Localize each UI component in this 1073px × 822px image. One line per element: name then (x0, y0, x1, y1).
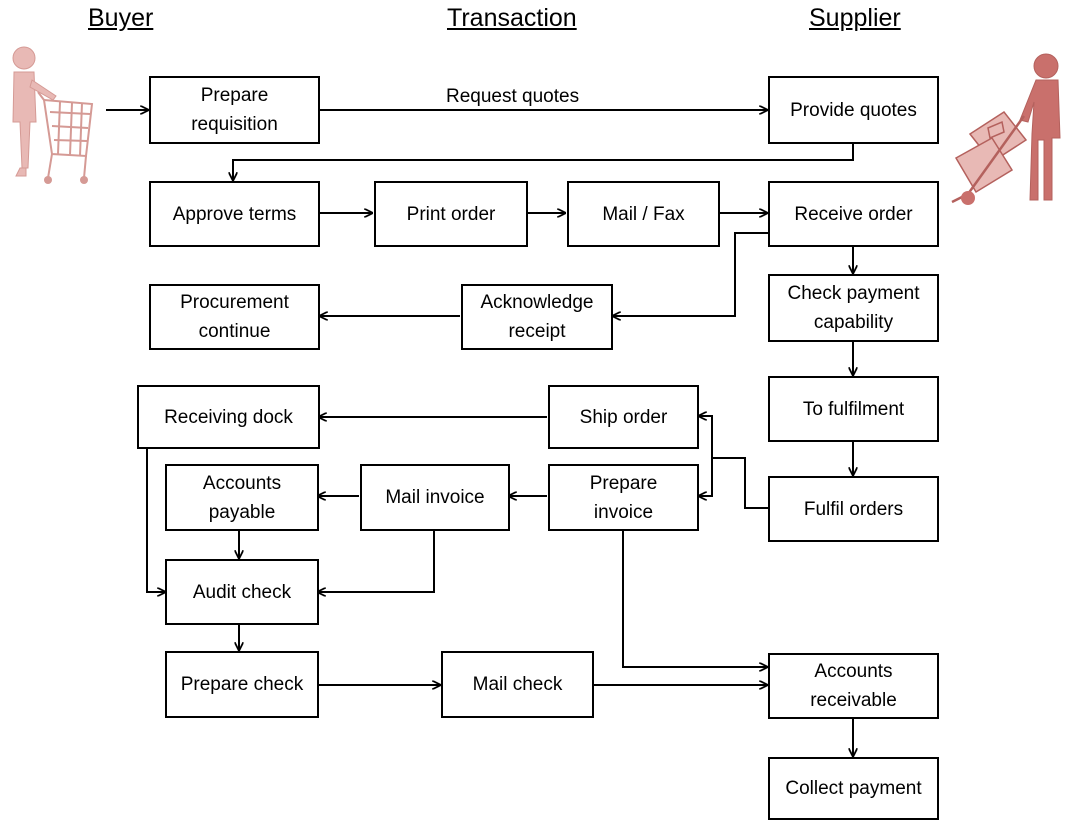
mail-check-label: Mail check (472, 674, 563, 695)
receiving-dock-box: Receiving dock (137, 385, 320, 449)
mail-check-box: Mail check (441, 651, 594, 718)
fulfil-orders-label: Fulfil orders (803, 498, 904, 520)
receive-order-box: Receive order (768, 181, 939, 247)
buyer-header: Buyer (88, 4, 154, 32)
arrow-mail-invoice-to-audit (318, 530, 435, 592)
prepare-requisition-label: Prepare requisition (191, 85, 278, 135)
arrow-fulfil-to-invoice (699, 457, 745, 496)
receive-order-label: Receive order (794, 203, 913, 225)
approve-terms-label: Approve terms (172, 203, 297, 225)
ship-order-box: Ship order (548, 385, 699, 449)
receiving-dock-label: Receiving dock (164, 406, 293, 428)
procurement-continue-box: Procurement continue (149, 284, 320, 350)
arrow-invoice-to-receivable (622, 530, 767, 667)
prepare-check-box: Prepare check (165, 651, 319, 718)
arrow-quotes-to-approve (233, 143, 854, 180)
mail-invoice-box: Mail invoice (360, 464, 510, 531)
provide-quotes-box: Provide quotes (768, 76, 939, 144)
prepare-invoice-label: Prepare invoice (589, 472, 658, 523)
transaction-header: Transaction (447, 4, 577, 32)
accounts-receivable-label: Accounts receivable (810, 661, 897, 711)
acknowledge-receipt-box: Acknowledge receipt (461, 284, 613, 350)
shopper-with-cart-icon (12, 46, 94, 184)
mail-invoice-label: Mail invoice (385, 487, 485, 508)
prepare-check-label: Prepare check (180, 674, 304, 695)
arrow-dock-to-audit (146, 448, 165, 592)
to-fulfilment-box: To fulfilment (768, 376, 939, 442)
procurement-continue-label: Procurement continue (180, 292, 289, 342)
ship-order-label: Ship order (579, 406, 668, 428)
request-quotes-label: Request quotes (446, 86, 580, 107)
audit-check-label: Audit check (192, 581, 292, 603)
print-order-label: Print order (406, 203, 496, 225)
mail-fax-box: Mail / Fax (567, 181, 720, 247)
accounts-receivable-box: Accounts receivable (768, 653, 939, 719)
delivery-person-with-hand-truck-icon (951, 53, 1061, 205)
to-fulfilment-label: To fulfilment (802, 398, 905, 420)
approve-terms-box: Approve terms (149, 181, 320, 247)
provide-quotes-label: Provide quotes (790, 99, 917, 121)
mail-fax-label: Mail / Fax (602, 203, 685, 225)
collect-payment-label: Collect payment (785, 778, 922, 799)
collect-payment-box: Collect payment (768, 757, 939, 820)
prepare-invoice-box: Prepare invoice (548, 464, 699, 531)
accounts-payable-box: Accounts payable (165, 464, 319, 531)
arrow-receive-to-acknowledge (613, 232, 769, 316)
fulfil-orders-box: Fulfil orders (768, 476, 939, 542)
check-payment-capability-label: Check payment capability (787, 283, 920, 333)
prepare-requisition-box: Prepare requisition (149, 76, 320, 144)
check-payment-capability-box: Check payment capability (768, 274, 939, 342)
arrow-fulfil-to-ship (699, 416, 769, 509)
accounts-payable-label: Accounts payable (202, 472, 282, 523)
audit-check-box: Audit check (165, 559, 319, 625)
acknowledge-receipt-label: Acknowledge receipt (480, 292, 594, 342)
supplier-header: Supplier (809, 4, 901, 32)
print-order-box: Print order (374, 181, 528, 247)
